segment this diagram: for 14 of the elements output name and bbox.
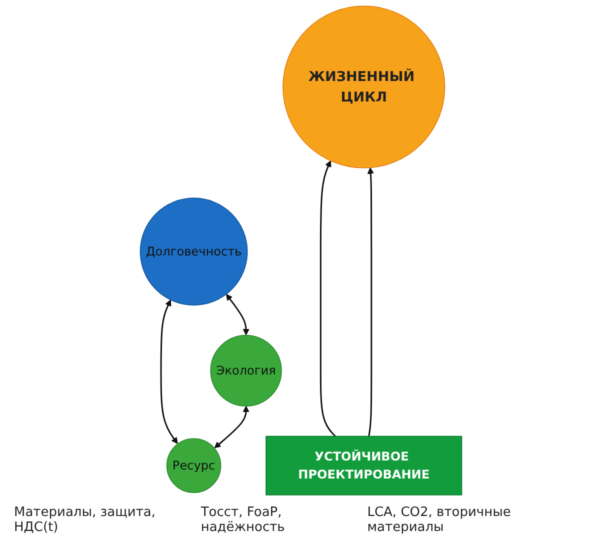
node-circle — [282, 6, 446, 168]
node-circle — [210, 334, 282, 406]
note-text: Материалы, защита, НДС(t) — [14, 505, 157, 535]
arrow — [226, 294, 250, 336]
node-circle — [140, 198, 248, 306]
arrow — [214, 406, 250, 448]
node-box — [266, 436, 462, 496]
diagram: ЖИЗНЕННЫЙ ЦИКЛ Долговечность Ресурс Экология УСТОЙЧИВОЕ ПРОЕКТИРОВАНИЕ — [0, 0, 602, 501]
arrow — [160, 300, 178, 444]
note-text: LCA, CO2, вторичные материалы — [367, 505, 512, 535]
arrow — [320, 160, 336, 437]
arrow — [367, 167, 374, 436]
note-text: Тосст, FoaP, надёжность — [200, 505, 286, 535]
node-circle — [166, 438, 222, 493]
